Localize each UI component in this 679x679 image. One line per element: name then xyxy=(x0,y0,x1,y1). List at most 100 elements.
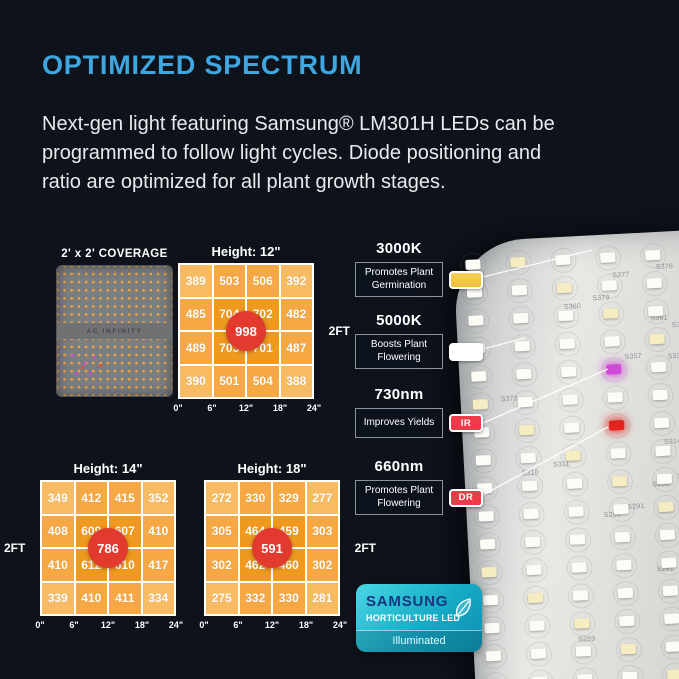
samsung-horticulture-badge: SAMSUNG HORTICULTURE LED Illuminated xyxy=(356,584,482,652)
ppfd-cell: 417 xyxy=(142,549,174,581)
heatmap-side-label: 2FT xyxy=(354,541,376,555)
heatmap-title: Height: 18" xyxy=(237,461,307,476)
ppfd-cell: 482 xyxy=(280,298,312,330)
led-diode xyxy=(649,333,665,345)
description-line: ratio are optimized for all plant growth… xyxy=(42,171,446,193)
led-diode xyxy=(526,564,542,576)
led-diode xyxy=(481,566,497,578)
led-diode xyxy=(563,422,580,434)
ppfd-cell: 329 xyxy=(273,482,305,514)
ppfd-cell: 275 xyxy=(206,582,238,614)
heatmap-center-value: 786 xyxy=(88,528,128,568)
x-axis-tick: 0" xyxy=(35,620,45,630)
led-diode xyxy=(616,559,632,571)
badge-footer: Illuminated xyxy=(356,630,482,652)
uv-diode-dot xyxy=(75,372,78,375)
led-diode xyxy=(471,371,487,382)
ppfd-cell: 330 xyxy=(239,482,271,514)
led-diode xyxy=(659,529,676,541)
led-diode xyxy=(665,641,679,653)
x-axis-tick: 6" xyxy=(69,620,79,630)
led-diode xyxy=(613,503,629,515)
spectrum-name: 3000K xyxy=(376,240,422,257)
led-diode xyxy=(571,562,587,573)
ppfd-cell: 339 xyxy=(42,582,74,614)
x-axis-tick: 0" xyxy=(199,620,209,630)
ppfd-cell: 412 xyxy=(75,482,107,514)
led-diode xyxy=(577,673,593,679)
led-diode xyxy=(485,650,502,662)
led-diode xyxy=(566,478,583,489)
spectrum-item-5000k: 5000K Boosts Plant Flowering xyxy=(355,312,487,369)
led-diode xyxy=(560,366,577,378)
led-board-photo: S377S376S360S379S361S362S357S338S373S314… xyxy=(452,230,679,679)
spectrum-name: 5000K xyxy=(376,312,422,329)
ppfd-cell: 277 xyxy=(306,482,338,514)
badge-product: HORTICULTURE LED xyxy=(366,613,461,623)
color-swatch-5000k xyxy=(449,342,483,361)
x-axis-tick: 12" xyxy=(238,403,254,413)
led-diode xyxy=(521,480,538,492)
led-diode xyxy=(530,648,547,660)
x-axis-tick: 18" xyxy=(272,403,288,413)
led-diode xyxy=(558,310,574,322)
led-diode xyxy=(572,590,589,601)
ppfd-cell: 332 xyxy=(239,582,271,614)
ppfd-cell: 411 xyxy=(109,582,141,614)
heatmap-x-ticks: 0"6"12"18"24" xyxy=(173,403,321,415)
ppfd-cell: 506 xyxy=(247,265,279,297)
led-diode xyxy=(611,475,628,487)
ppfd-cell: 410 xyxy=(142,515,174,547)
led-diode xyxy=(482,594,499,606)
led-diode xyxy=(574,618,590,629)
led-diode xyxy=(559,338,576,350)
x-axis-tick: 24" xyxy=(306,403,322,413)
deep-red-diode-dot xyxy=(99,364,102,367)
benefit-box: Improves Yields xyxy=(355,408,443,438)
x-axis-tick: 12" xyxy=(100,620,116,630)
led-diode xyxy=(601,280,618,291)
led-diode xyxy=(617,587,634,599)
ppfd-cell: 489 xyxy=(180,332,212,364)
led-diode xyxy=(484,622,500,634)
leaf-icon xyxy=(455,598,471,617)
led-diode xyxy=(614,531,631,543)
led-diode xyxy=(653,417,670,429)
uv-diode-dot xyxy=(71,354,74,357)
coverage-section: 2' x 2' COVERAGE AC INFINITY xyxy=(57,248,172,396)
heatmap-side-label: 2FT xyxy=(328,324,350,338)
benefit-box: Promotes Plant Flowering xyxy=(355,480,443,515)
led-diode xyxy=(610,447,626,459)
heatmap-center-value: 998 xyxy=(226,311,266,351)
ppfd-cell: 388 xyxy=(280,365,312,397)
ppfd-cell: 302 xyxy=(206,549,238,581)
led-diode xyxy=(666,669,679,679)
ppfd-cell: 501 xyxy=(213,365,245,397)
ppfd-cell: 302 xyxy=(306,549,338,581)
ppfd-cell: 330 xyxy=(273,582,305,614)
ppfd-cell: 415 xyxy=(109,482,141,514)
x-axis-tick: 12" xyxy=(264,620,280,630)
coverage-label: 2' x 2' COVERAGE xyxy=(61,248,168,260)
ppfd-cell: 390 xyxy=(180,365,212,397)
x-axis-tick: 18" xyxy=(134,620,150,630)
led-diode xyxy=(569,534,586,545)
heatmap-center-value: 591 xyxy=(252,528,292,568)
led-diode xyxy=(565,450,581,462)
ppfd-cell: 410 xyxy=(42,549,74,581)
heatmap-title: Height: 12" xyxy=(211,244,281,259)
led-diode xyxy=(527,592,544,604)
led-diode xyxy=(650,361,667,373)
led-diode xyxy=(652,389,668,401)
led-diode xyxy=(600,252,616,263)
swatch-label: DR xyxy=(458,492,474,503)
ppfd-cell: 410 xyxy=(75,582,107,614)
ppfd-cell: 392 xyxy=(280,265,312,297)
color-swatch-dr: DR xyxy=(449,488,483,507)
ppfd-cell: 349 xyxy=(42,482,74,514)
ppfd-cell: 487 xyxy=(280,332,312,364)
